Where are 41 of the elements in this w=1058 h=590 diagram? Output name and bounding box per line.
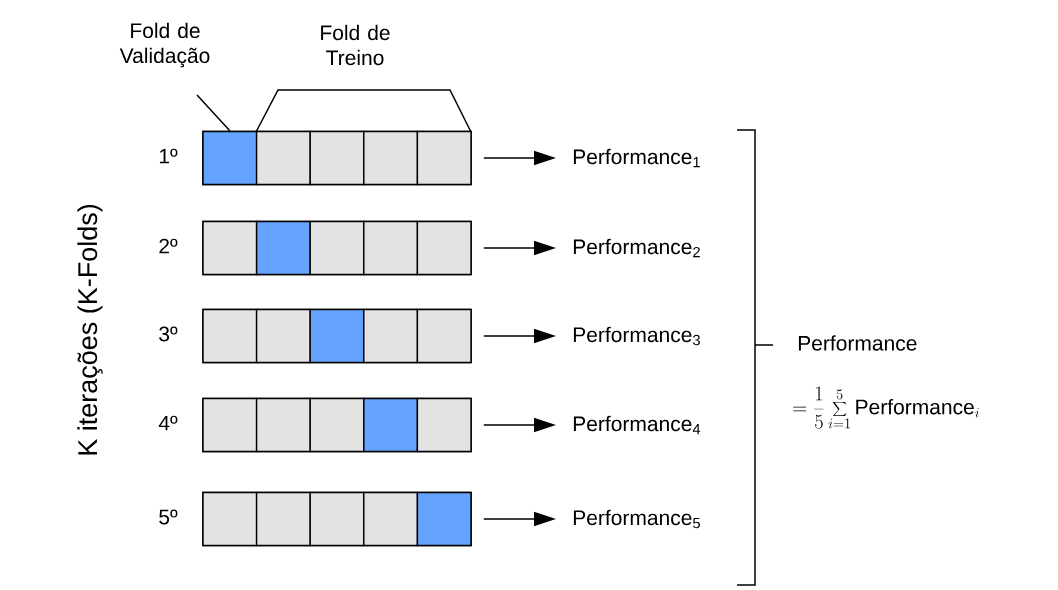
leader-line bbox=[196, 94, 231, 132]
fold-cell bbox=[416, 491, 472, 547]
fold-cell bbox=[363, 220, 419, 276]
fold-cell bbox=[309, 397, 365, 453]
fold-label: Fold de Validação bbox=[119, 22, 210, 68]
fold-cell bbox=[255, 491, 311, 547]
fold-cell bbox=[255, 130, 311, 186]
formula: $=\frac{1}{5}\sum_{i=1}^{5}\mathrm{Performance}_{i}$ bbox=[793, 386, 979, 429]
performance-label: Performance$_{4}$ bbox=[573, 415, 701, 435]
iteration-number: 4º bbox=[158, 415, 178, 431]
performance-label: Performance$_{2}$ bbox=[573, 238, 700, 258]
iteration-number: 5º bbox=[159, 509, 178, 525]
fold-cell bbox=[416, 397, 472, 453]
performance-label: Performance$_{3}$ bbox=[573, 326, 700, 346]
fold-cell bbox=[363, 308, 419, 364]
fold-cell bbox=[255, 308, 311, 364]
fold-label: Fold de Treino bbox=[321, 24, 390, 66]
performance-label: Performance$_{1}$ bbox=[573, 148, 700, 168]
axis-title: K iterações (K-Folds) bbox=[77, 204, 103, 455]
fold-cell bbox=[255, 220, 311, 276]
iteration-number: 1º bbox=[159, 148, 178, 164]
fold-cell bbox=[416, 308, 472, 364]
result-label: Performance bbox=[798, 335, 917, 351]
fold-cell bbox=[202, 308, 258, 364]
iteration-number: 3º bbox=[159, 326, 178, 342]
fold-cell bbox=[202, 491, 258, 547]
fold-cell bbox=[309, 220, 365, 276]
fold-cell bbox=[309, 130, 365, 186]
performance-label: Performance$_{5}$ bbox=[573, 509, 700, 529]
fold-cell bbox=[416, 220, 472, 276]
fold-cell bbox=[309, 491, 365, 547]
fold-cell bbox=[363, 491, 419, 547]
fold-cell bbox=[416, 130, 472, 186]
fold-cell bbox=[202, 220, 258, 276]
fold-cell bbox=[202, 397, 258, 453]
fold-cell bbox=[255, 397, 311, 453]
fold-cell bbox=[309, 308, 365, 364]
iteration-number: 2º bbox=[159, 238, 178, 254]
fold-cell bbox=[202, 130, 258, 186]
fold-cell bbox=[363, 397, 419, 453]
fold-cell bbox=[363, 130, 419, 186]
